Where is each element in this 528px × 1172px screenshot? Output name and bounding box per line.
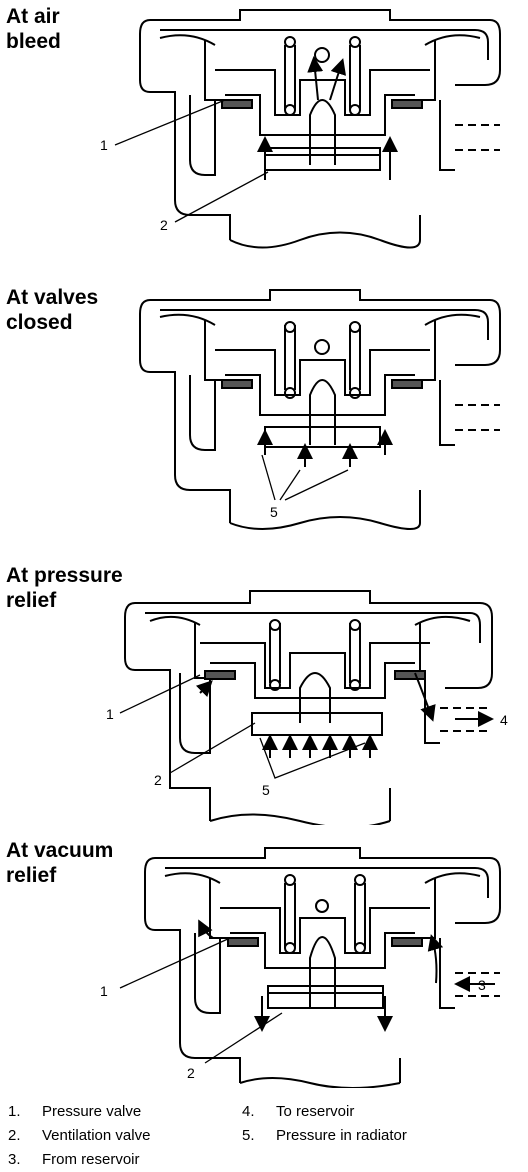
legend-number: 5. xyxy=(242,1127,255,1144)
panel-title-line2: relief xyxy=(6,864,57,887)
radiator-cap-diagram: 5 xyxy=(139,289,501,530)
legend-item: 3. From reservoir xyxy=(8,1148,150,1172)
panel-title-line1: At air xyxy=(6,5,60,28)
panel-title: At air bleed xyxy=(6,4,61,54)
radiator-cap-diagram: 1 2 3 xyxy=(100,847,501,1088)
legend-number: 1. xyxy=(8,1103,21,1120)
callout-1: 1 xyxy=(100,983,108,999)
panel-air-bleed: At air bleed xyxy=(0,0,528,265)
panel-title-line2: bleed xyxy=(6,30,61,53)
callout-3: 3 xyxy=(478,977,486,993)
legend-number: 2. xyxy=(8,1127,21,1144)
legend-item: 4. To reservoir xyxy=(242,1100,407,1124)
callout-2: 2 xyxy=(160,217,168,233)
radiator-cap-diagram: 1 2 5 4 xyxy=(106,590,508,825)
legend-text: To reservoir xyxy=(276,1103,355,1120)
legend-text: From reservoir xyxy=(42,1151,140,1168)
callout-5: 5 xyxy=(270,504,278,520)
panel-vacuum-relief: At vacuum relief xyxy=(0,838,528,1088)
panel-title-line2: closed xyxy=(6,311,73,334)
legend-item: 5. Pressure in radiator xyxy=(242,1124,407,1148)
callout-5: 5 xyxy=(262,782,270,798)
panel-title-line1: At vacuum xyxy=(6,839,114,862)
callout-2: 2 xyxy=(154,772,162,788)
callout-1: 1 xyxy=(100,137,108,153)
legend-right: 4. To reservoir 5. Pressure in radiator xyxy=(242,1100,407,1148)
legend-text: Pressure valve xyxy=(42,1103,142,1120)
panel-title: At valves closed xyxy=(6,285,98,335)
legend-text: Pressure in radiator xyxy=(276,1127,407,1144)
legend-number: 4. xyxy=(242,1103,255,1120)
callout-4: 4 xyxy=(500,712,508,728)
panel-valves-closed: At valves closed xyxy=(0,285,528,545)
callout-2: 2 xyxy=(187,1065,195,1081)
panel-title-line1: At valves xyxy=(6,286,99,309)
legend-item: 1. Pressure valve xyxy=(8,1100,150,1124)
legend-text: Ventilation valve xyxy=(42,1127,151,1144)
legend-number: 3. xyxy=(8,1151,21,1168)
radiator-cap-diagram: 1 2 xyxy=(100,9,501,249)
panel-title-line1: At pressure xyxy=(6,564,123,587)
legend-item: 2. Ventilation valve xyxy=(8,1124,150,1148)
panel-title: At vacuum relief xyxy=(6,838,113,888)
callout-1: 1 xyxy=(106,706,114,722)
panel-title: At pressure relief xyxy=(6,563,123,613)
legend-left: 1. Pressure valve 2. Ventilation valve 3. F… xyxy=(8,1100,150,1172)
panel-title-line2: relief xyxy=(6,589,57,612)
panel-pressure-relief: At pressure relief xyxy=(0,563,528,825)
